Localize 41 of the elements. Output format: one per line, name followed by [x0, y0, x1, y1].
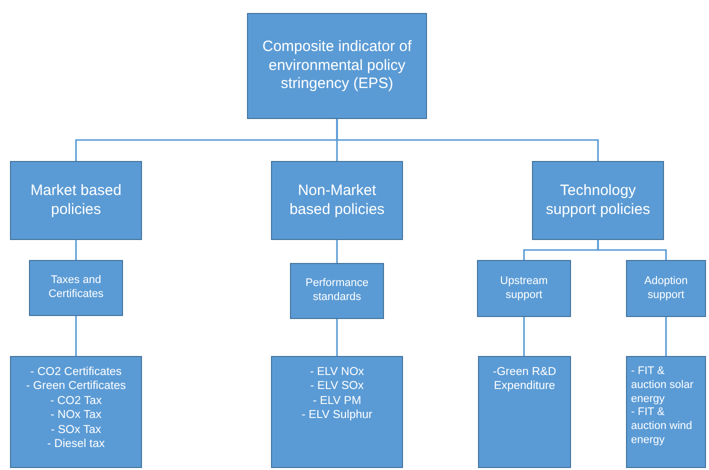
box-text: - ELV Sulphur: [302, 408, 372, 422]
instrument-list-box: [10, 356, 142, 468]
connector-line: [665, 317, 667, 356]
box-text: - ELV NOx: [310, 365, 364, 380]
subcategory-box: [626, 260, 706, 317]
subcategory-box: [477, 260, 571, 317]
subcategory-box: [29, 260, 123, 316]
subcategory-box: [290, 263, 384, 319]
box-text: - FIT & auction wind energy: [631, 406, 694, 448]
box-text: - CO2 Tax: [50, 394, 102, 408]
box-text: Taxes and Certificates: [47, 274, 105, 302]
instrument-list-box: [478, 356, 571, 468]
category-box: [532, 161, 664, 240]
box-text: Composite indicator of environmental policy stringency (EPS): [261, 38, 413, 94]
box-text: Performance standards: [304, 277, 370, 305]
connector-line: [75, 240, 77, 260]
connector-line: [336, 119, 599, 161]
box-text: Upstream support: [499, 274, 549, 302]
connector-line: [336, 240, 338, 263]
connector-line: [75, 316, 77, 356]
box-text: - ELV PM: [312, 394, 362, 408]
instrument-list-box: [626, 356, 706, 468]
box-text: - FIT & auction solar energy: [631, 365, 694, 406]
box-text: - Green Certificates: [26, 379, 126, 394]
box-text: - ELV SOx: [310, 379, 364, 394]
category-box: [271, 161, 403, 240]
box-text: - NOx Tax: [50, 408, 102, 422]
connector-line: [523, 317, 525, 356]
connector-line: [336, 319, 338, 356]
box-text: Non-Market based policies: [288, 182, 386, 220]
box-text: - Diesel tax: [47, 436, 105, 452]
box-text: - CO2 Certificates: [30, 365, 122, 380]
category-box: [10, 161, 142, 240]
box-text: Technology support policies: [544, 182, 652, 220]
flow-box: [247, 13, 427, 119]
box-text: - SOx Tax: [50, 422, 102, 437]
connector-line: [597, 240, 667, 260]
box-text: -Green R&D Expenditure: [492, 365, 558, 394]
box-text: Market based policies: [30, 182, 122, 220]
box-text: Adoption support: [643, 274, 689, 302]
instrument-list-box: [271, 356, 403, 468]
